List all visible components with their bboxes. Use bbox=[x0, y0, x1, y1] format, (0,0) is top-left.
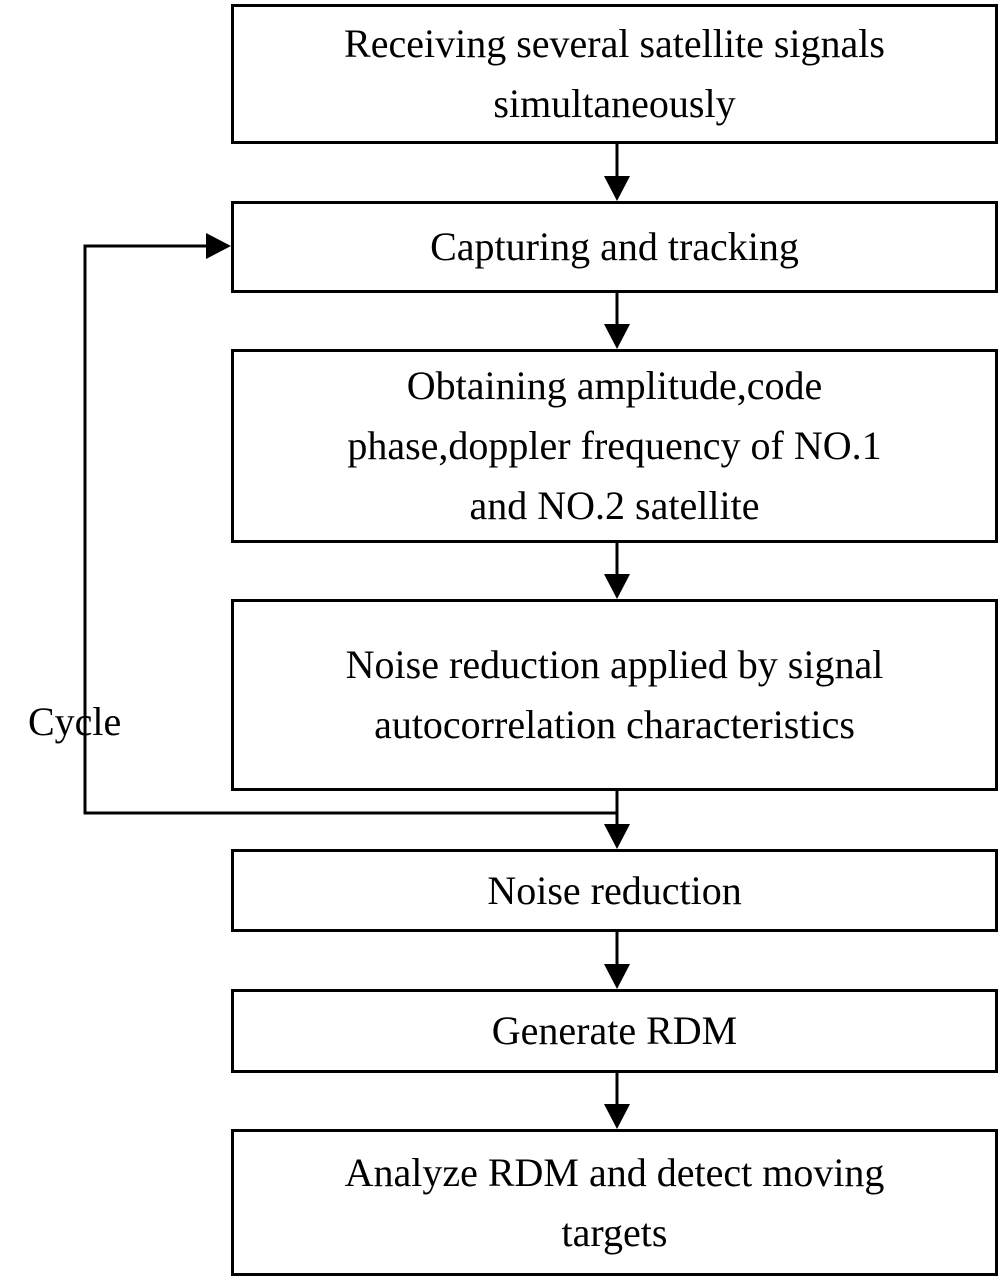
step-obtain-parameters: Obtaining amplitude,code phase,doppler f… bbox=[231, 349, 998, 543]
step-analyze-rdm-text: Analyze RDM and detect moving targets bbox=[344, 1149, 885, 1255]
step-generate-rdm: Generate RDM bbox=[231, 989, 998, 1073]
arrow-3-to-4 bbox=[604, 542, 630, 599]
step-receive-signals-text: Receiving several satellite signals simu… bbox=[344, 21, 885, 126]
step-analyze-rdm: Analyze RDM and detect moving targets bbox=[231, 1129, 998, 1276]
step-noise-reduction: Noise reduction bbox=[231, 849, 998, 932]
step-noise-reduction-text: Noise reduction bbox=[487, 867, 742, 913]
arrow-5-to-6 bbox=[604, 931, 630, 989]
step-noise-reduction-autocorrelation-text: Noise reduction applied by signal autoco… bbox=[345, 642, 884, 747]
cycle-label: Cycle bbox=[28, 699, 122, 744]
arrow-1-to-2 bbox=[604, 143, 630, 201]
step-capture-track: Capturing and tracking bbox=[231, 201, 998, 293]
arrow-2-to-3 bbox=[604, 292, 630, 349]
arrow-4-to-5 bbox=[604, 790, 630, 849]
step-capture-track-text: Capturing and tracking bbox=[430, 224, 799, 269]
cycle-loop-arrow bbox=[83, 233, 617, 815]
step-noise-reduction-autocorrelation: Noise reduction applied by signal autoco… bbox=[231, 599, 998, 791]
step-generate-rdm-text: Generate RDM bbox=[491, 1008, 738, 1053]
step-receive-signals: Receiving several satellite signals simu… bbox=[231, 4, 998, 144]
arrow-6-to-7 bbox=[604, 1072, 630, 1129]
step-obtain-parameters-text: Obtaining amplitude,code phase,doppler f… bbox=[347, 363, 882, 528]
